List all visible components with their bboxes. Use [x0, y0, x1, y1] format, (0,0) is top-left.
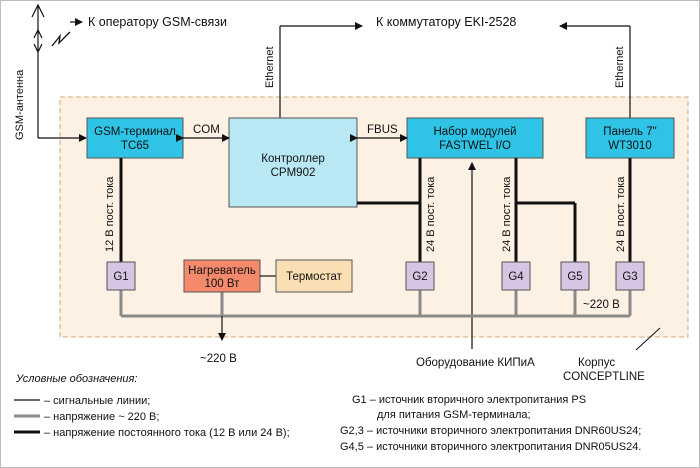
- thermostat-label: Термостат: [286, 271, 343, 283]
- ethernet-links: [279, 22, 631, 118]
- heater-line1: Нагреватель: [188, 265, 256, 277]
- heater-line2: 100 Вт: [205, 278, 241, 290]
- enclosure-label-line2: CONCEPTLINE: [563, 371, 645, 383]
- ethernet-label-right: Ethernet: [614, 46, 626, 88]
- legend: Условные обозначения: – сигнальные линии…: [14, 373, 641, 453]
- panel-block: Панель 7" WT3010: [585, 117, 675, 159]
- dc-24v-label-g2: 24 В пост. тока: [425, 176, 437, 252]
- legend-note-g23: G2,3 – источники вторичного электропитан…: [340, 425, 641, 437]
- dc-lines: [119, 158, 632, 262]
- ac-bus: [119, 290, 632, 318]
- svg-text:G4: G4: [508, 271, 524, 283]
- thermostat-block: Термостат: [275, 259, 353, 293]
- eki-switch-label: К коммутатору EKI-2528: [376, 15, 516, 29]
- psu-g4: G4: [501, 261, 531, 291]
- legend-note-g45: G4,5 – источники вторичного электропитан…: [340, 441, 641, 453]
- legend-title: Условные обозначения:: [15, 373, 137, 385]
- controller-block: Контроллер CPM902: [228, 117, 358, 208]
- gsm-terminal-block: GSM-терминал TC65: [86, 117, 184, 159]
- legend-item-signal: – сигнальные линии;: [44, 395, 150, 407]
- com-label: COM: [193, 124, 220, 136]
- kipia-label: Оборудование КИПиА: [416, 357, 535, 369]
- heater-block: Нагреватель 100 Вт: [183, 259, 261, 293]
- ac-220-bottom-label: ~220 В: [200, 353, 237, 365]
- dc-24v-label-g4: 24 В пост. тока: [501, 176, 513, 252]
- psu-g1: G1: [106, 261, 136, 291]
- dc-24v-label-g3: 24 В пост. тока: [615, 176, 627, 252]
- svg-text:G5: G5: [567, 271, 582, 283]
- psu-g5: G5: [560, 261, 590, 291]
- gsm-operator-label: К оператору GSM-связи: [88, 15, 227, 29]
- gsm-terminal-line2: TC65: [121, 140, 149, 152]
- gsm-antenna-label: GSM-антенна: [14, 69, 26, 140]
- fbus-label: FBUS: [367, 124, 398, 136]
- legend-item-dc: – напряжение постоянного тока (12 В или …: [44, 427, 290, 439]
- legend-item-ac: – напряжение ~ 220 В;: [44, 411, 159, 423]
- panel-line2: WT3010: [608, 140, 651, 152]
- modules-line2: FASTWEL I/O: [439, 140, 511, 152]
- svg-text:G1: G1: [113, 271, 128, 283]
- ac-220-right-label: ~220 В: [583, 299, 620, 311]
- controller-line1: Контроллер: [261, 153, 324, 165]
- enclosure-pointer: [635, 327, 661, 351]
- enclosure-label-line1: Корпус: [578, 357, 615, 369]
- svg-text:G2: G2: [412, 271, 427, 283]
- wireless-icon: [51, 31, 71, 47]
- modules-line1: Набор модулей: [433, 126, 516, 138]
- panel-line1: Панель 7": [603, 126, 656, 138]
- psu-g3: G3: [615, 261, 645, 291]
- ethernet-label-left: Ethernet: [264, 46, 276, 88]
- gsm-terminal-line1: GSM-терминал: [94, 126, 176, 138]
- controller-line2: CPM902: [271, 167, 316, 179]
- svg-text:G3: G3: [622, 271, 637, 283]
- dc-12v-label: 12 В пост. тока: [104, 176, 116, 252]
- modules-block: Набор модулей FASTWEL I/O: [406, 117, 544, 159]
- legend-note-g1-cont: для питания GSM-терминала;: [377, 409, 531, 421]
- legend-note-g1: G1 – источник вторичного электропитания …: [352, 394, 586, 406]
- gsm-antenna-link: [31, 3, 87, 142]
- psu-g2: G2: [405, 261, 435, 291]
